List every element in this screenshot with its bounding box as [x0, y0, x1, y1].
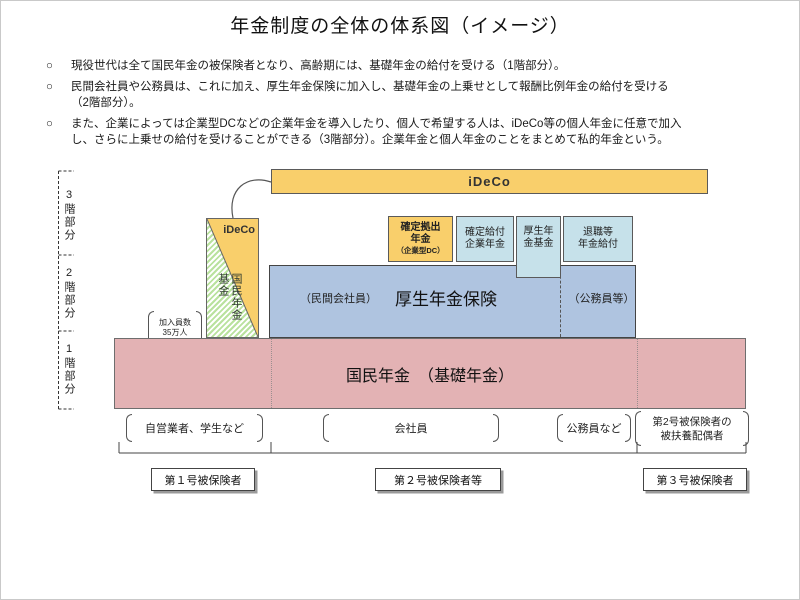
- floor-axis-bracket: [58, 170, 74, 410]
- group-label-komuin: 公務員など: [566, 423, 622, 435]
- kosei-nenkin-hoken-box: （民間会社員） 厚生年金保険 （公務員等）: [269, 265, 636, 338]
- kokumin-nenkin-box: 国民年金 （基礎年金）: [114, 338, 746, 409]
- kosei-title: 厚生年金保険: [395, 290, 497, 309]
- dc-box-sub-text: （企業型DC）: [396, 246, 445, 255]
- db-corporate-pension-box: 確定給付 企業年金: [456, 216, 514, 262]
- insured-tag-no2: 第２号被保険者等: [375, 468, 501, 491]
- dc-box-main-text: 確定拠出 年金: [400, 222, 441, 245]
- group-label-kaishain: 会社員: [394, 423, 428, 435]
- kosei-right-note: （公務員等）: [568, 293, 635, 305]
- paren-left-icon: [323, 414, 329, 442]
- group-label-fuyo-haigusha: 第2号被保険者の 被扶養配偶者: [652, 415, 732, 442]
- diagonal-divider-line: [207, 219, 258, 337]
- paren-right-icon: [625, 414, 631, 442]
- note-bullet-2-text: 民間会社員や公務員は、これに加え、厚生年金保険に加入し、基礎年金の上乗せとして報…: [71, 81, 669, 109]
- group-bracket-jieigyo: 自営業者、学生など: [126, 414, 263, 442]
- floor-label-2f: 2階部分: [63, 267, 75, 320]
- kokumin-nenkin-kikin-label: 国民年金基金: [217, 273, 242, 321]
- diagram-title: 年金制度の全体の体系図（イメージ）: [230, 16, 570, 37]
- note-bullet-3: ○ また、企業によっては企業型DCなどの企業年金を導入したり、個人で希望する人は…: [45, 116, 793, 148]
- kosei-left-note: （民間会社員）: [300, 293, 377, 305]
- group-bracket-fuyo-haigusha: 第2号被保険者の 被扶養配偶者: [635, 411, 749, 446]
- note-bullets: ○ 現役世代は全て国民年金の被保険者となり、高齢期には、基礎年金の給付を受ける（…: [45, 58, 793, 153]
- paren-right-icon: [493, 414, 499, 442]
- ideco-box-label: iDeCo: [223, 224, 255, 236]
- kokumin-divider-1: [271, 339, 272, 408]
- dc-corporate-pension-box: 確定拠出 年金 （企業型DC）: [388, 216, 453, 262]
- db-box-text: 確定給付 企業年金: [465, 227, 505, 250]
- note-bullet-2: ○ 民間会社員や公務員は、これに加え、厚生年金保険に加入し、基礎年金の上乗せとし…: [45, 79, 793, 111]
- taishoku-box-text: 退職等 年金給付: [578, 227, 618, 250]
- insured-tag-no3: 第３号被保険者: [643, 468, 747, 491]
- bullet-circle-icon: ○: [46, 118, 53, 130]
- kikin-box-text: 厚生年 金基金: [523, 226, 554, 249]
- insured-tag-no1: 第１号被保険者: [151, 468, 255, 491]
- bullet-circle-icon: ○: [46, 81, 53, 93]
- kosei-sector-divider: [560, 266, 561, 337]
- paren-left-icon: [635, 411, 641, 446]
- paren-right-icon: [257, 414, 263, 442]
- bullet-circle-icon: ○: [46, 60, 53, 72]
- ideco-kokumin-kikin-box: iDeCo 国民年金基金: [206, 218, 259, 338]
- ideco-connector-line: [231, 179, 272, 219]
- group-label-jieigyo: 自営業者、学生など: [145, 423, 244, 435]
- members-count-text: 加入員数 35万人: [159, 318, 191, 337]
- group-bracket-kaishain: 会社員: [323, 414, 499, 442]
- floor-label-1f: 1階部分: [63, 343, 75, 396]
- insured-category-ruler: [118, 442, 747, 454]
- note-bullet-1-text: 現役世代は全て国民年金の被保険者となり、高齢期には、基礎年金の給付を受ける（1階…: [71, 60, 566, 72]
- note-bullet-1: ○ 現役世代は全て国民年金の被保険者となり、高齢期には、基礎年金の給付を受ける（…: [45, 58, 793, 74]
- kosei-nenkin-kikin-box: 厚生年 金基金: [516, 216, 561, 278]
- paren-left-icon: [126, 414, 132, 442]
- floor-label-3f: 3階部分: [63, 189, 75, 242]
- group-bracket-komuin: 公務員など: [557, 414, 631, 442]
- kokumin-divider-2: [637, 339, 638, 408]
- note-bullet-3-text: また、企業によっては企業型DCなどの企業年金を導入したり、個人で希望する人は、i…: [71, 118, 682, 146]
- taishoku-kyufu-box: 退職等 年金給付: [563, 216, 633, 262]
- kokumin-title: 国民年金 （基礎年金）: [345, 367, 514, 385]
- paren-left-icon: [557, 414, 563, 442]
- ideco-top-bar: iDeCo: [271, 169, 708, 194]
